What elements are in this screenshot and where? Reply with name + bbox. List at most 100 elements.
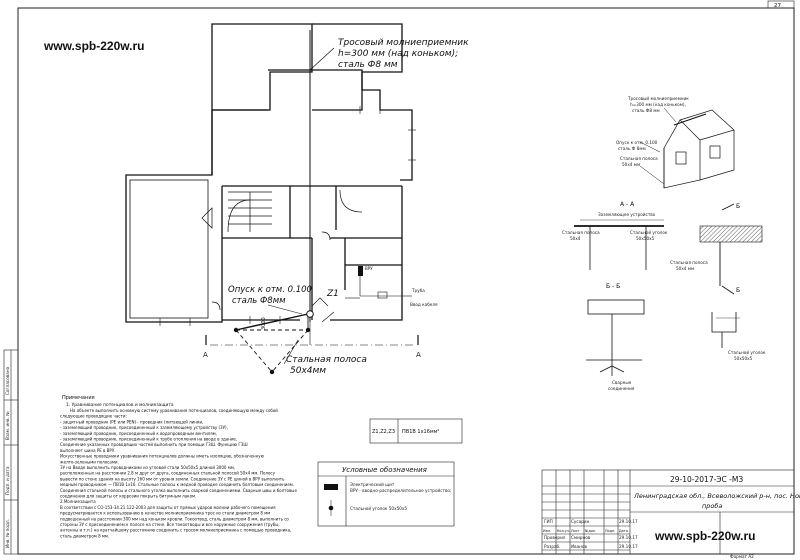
iso-label-4: Опуск к отм. 0.100 — [616, 140, 658, 145]
b-strip-size: 50х4 мм — [676, 266, 694, 271]
section-bb-title: Б - Б — [606, 283, 620, 290]
side-label-3: Взам. инв. № — [5, 411, 10, 440]
b-mark-1: Б — [736, 203, 740, 210]
name-2: Смирнов — [571, 535, 591, 540]
notes-line: медным проводником — ПВ1В 1х16. Стальные… — [60, 482, 294, 487]
sheet-frame — [17, 7, 795, 555]
notes-line: подвешенный на расстоянии 300 мм над кон… — [60, 516, 289, 521]
aa-strip-size: 50х4 — [570, 236, 581, 241]
b-ground-strip — [699, 225, 763, 243]
notes-line: стороны ЗУ с присоединением к полосе на … — [60, 522, 280, 527]
notes-line: На объекте выполнить основную систему ур… — [70, 408, 278, 413]
iso-label-7: 50х4 мм — [622, 162, 640, 167]
weld-label-2: соединения — [608, 386, 635, 391]
downconductor-title: Опуск к отм. 0.100 — [228, 285, 312, 295]
title-block-header: №док. — [585, 529, 596, 533]
grounding-device-label: Заземляющее устройство — [598, 212, 656, 217]
notes-heading: Примечания — [62, 395, 95, 401]
weld-label-1: Сварные — [612, 380, 632, 385]
notes-line: предусматривается к использованию в каче… — [60, 511, 270, 516]
notes-line: - заземляющий проводник, присоединенный … — [60, 437, 237, 442]
title-block-header: Изм. — [543, 529, 551, 533]
role-3: Разраб. — [544, 544, 560, 549]
lightning-rod-title: Тросовый молниеприемник — [338, 38, 469, 48]
aa-angle-label: Стальной уголок — [630, 230, 668, 235]
side-label-1: Инв. № подл. — [5, 519, 10, 548]
notes-line: вывести по стене здания на высоту 160 мм… — [60, 476, 285, 481]
title-block-header: Кол.уч. — [557, 529, 570, 533]
section-aa-title: А - А — [620, 201, 635, 208]
notes-line: - заземляющий проводник, присоединенный … — [60, 431, 217, 436]
aa-strip-label: Стальная полоса — [562, 230, 600, 235]
date-2: 29.10.17 — [619, 535, 638, 540]
notes-line: соединения для защиты от коррозии покрыт… — [60, 494, 196, 499]
iso-label-3: сталь Ф8 мм — [632, 108, 660, 113]
aa-angle-size: 50х50х5 — [636, 236, 655, 241]
section-mark-right: А — [416, 351, 421, 359]
strip-size: 50х4мм — [290, 366, 326, 376]
notes-line: - защитный проводник (PE или PEN) - пров… — [60, 419, 203, 424]
notes-line: 2.Молниезащита — [60, 499, 96, 504]
legend-title: Условные обозначения — [342, 466, 427, 474]
notes-line: сталь диаметром 8 мм. — [60, 533, 109, 538]
dim-3000: 3000 — [261, 317, 267, 330]
iso-label-6: Стальная полоса — [620, 156, 658, 161]
notes-line: Соединение указанных проводящих частей в… — [60, 442, 248, 447]
notes-line: В соответствии с СО-153-34.21.122-2003 д… — [60, 505, 276, 510]
upper-block — [268, 69, 413, 181]
b-strip-label: Стальная полоса — [670, 260, 708, 265]
title-block — [541, 469, 795, 555]
legend-item-3: Стальной уголок 50х50х5 — [350, 506, 407, 511]
date-1: 29.10.17 — [619, 519, 638, 524]
b-angle-label: Стальной уголок — [728, 350, 766, 355]
vru-panel — [358, 266, 363, 276]
z1-label: Z1 — [326, 289, 339, 299]
lightning-rod-material: сталь Ф8 мм — [338, 60, 398, 70]
name-1: Сусарин — [571, 519, 590, 524]
section-bb-drawing — [586, 299, 645, 376]
side-label-2: Подп. и дата — [5, 466, 10, 495]
title-block-header: Подп. — [605, 529, 615, 533]
angle-drawing — [711, 312, 740, 348]
spec-cell-2: ПВ1В 1х16мм² — [402, 429, 439, 435]
page-number: 27 — [774, 3, 781, 9]
notes-line: - заземляющий проводник, присоединенный … — [60, 425, 228, 430]
lightning-rod-leader — [309, 47, 335, 71]
side-label-4: Согласовано — [5, 366, 10, 395]
b-mark-2: Б — [736, 287, 740, 294]
watermark-top[interactable]: www.spb-220w.ru — [43, 39, 144, 53]
legend-item-1: Электрический щит — [350, 482, 395, 487]
notes-line: антенны и т.п.) на кратчайшему расстояни… — [60, 528, 291, 533]
date-3: 29.10.17 — [619, 544, 638, 549]
roof-outline-right — [312, 23, 403, 111]
sheet-format: Формат А2 — [730, 554, 754, 559]
project-code: 29-10-2017-ЭС -МЗ — [670, 475, 743, 484]
notes-item-1: 1. Уравнивание потенциалов и молниезащит… — [66, 402, 174, 408]
notes-line: расположенных на расстоянии 2.8 м друг о… — [60, 471, 276, 476]
watermark-bottom[interactable]: www.spb-220w.ru — [654, 529, 755, 543]
spec-cell-1: Z1,Z2,Z3 — [372, 429, 395, 435]
notes-line: Искусственные проводники уравнивания пот… — [60, 454, 265, 459]
notes-line: выполняет шина PE в ВРУ. — [60, 448, 116, 453]
iso-label-5: сталь Ф 8мм — [618, 146, 646, 151]
notes-line: ЗУ на Вводе выполнить проводниками из уг… — [60, 465, 235, 470]
project-address: Ленинградская обл., Всеволожский р-н, по… — [633, 492, 800, 500]
cable-note-2: Ввод кабеля — [410, 302, 438, 307]
section-aa-drawing — [574, 219, 664, 270]
role-2: Проверил — [544, 535, 566, 540]
b-angle-size: 50х50х5 — [734, 356, 753, 361]
spec-table — [369, 418, 463, 444]
notes-lines: На объекте выполнить основную систему ур… — [60, 408, 297, 538]
side-stamp — [3, 349, 19, 555]
section-mark-left: А — [203, 351, 208, 359]
legend-item-2: ВРУ - вводно-распределительное устройств… — [350, 488, 451, 493]
notes-line: следующие проводящие части: — [60, 414, 127, 419]
name-3: Иванов — [571, 544, 587, 549]
iso-label-2: h=300 мм (над коньком), — [630, 102, 686, 107]
project-address-2: проба — [702, 502, 722, 510]
title-block-header: Лист — [571, 529, 580, 533]
roof-outline — [211, 23, 313, 111]
notes-line: желто-зелеными полосами. — [60, 459, 119, 464]
